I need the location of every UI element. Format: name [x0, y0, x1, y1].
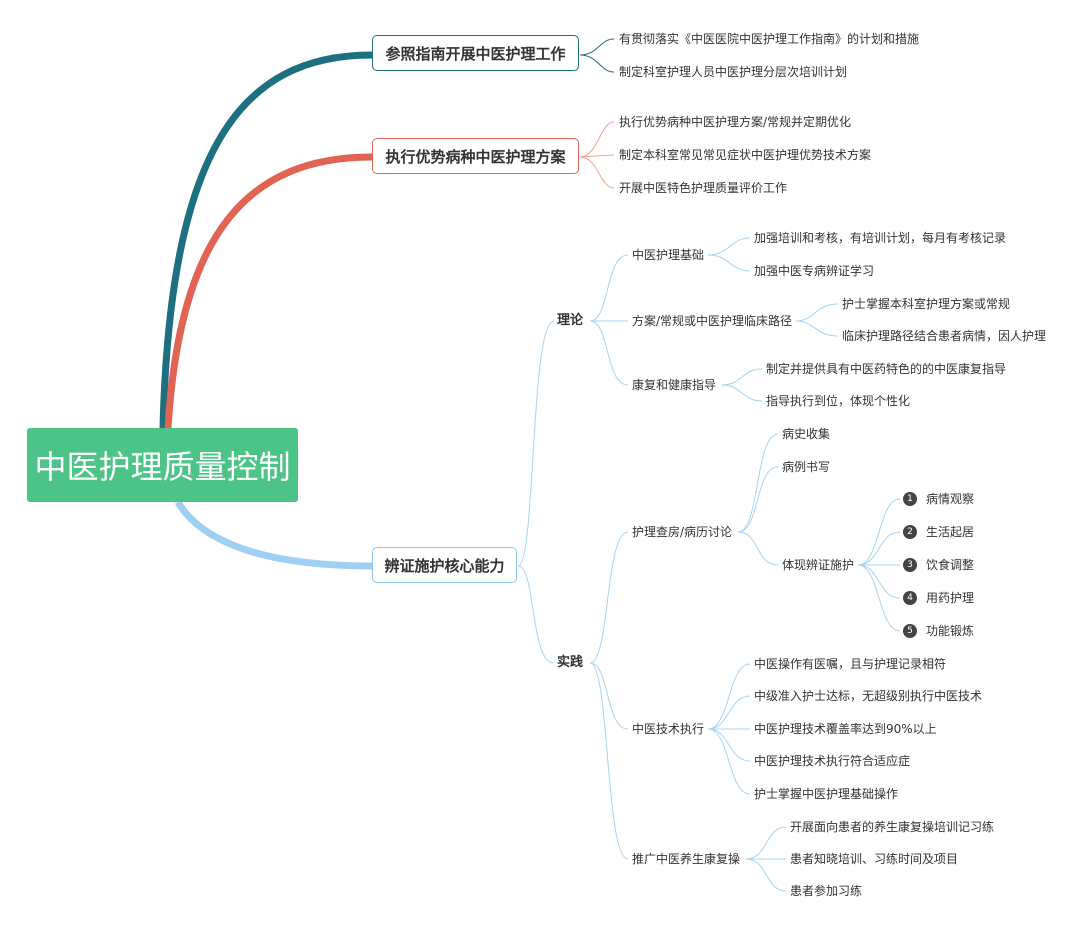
group-node[interactable]: 方案/常规或中医护理临床路径 [632, 314, 793, 328]
practice-node[interactable]: 实践 [557, 655, 584, 670]
leaf-node[interactable]: 加强中医专病辨证学习 [754, 264, 875, 278]
group-node[interactable]: 护理查房/病历讨论 [632, 525, 733, 539]
leaf-node[interactable]: 中医操作有医嘱，且与护理记录相符 [754, 657, 947, 671]
group-node[interactable]: 中医技术执行 [632, 722, 705, 736]
group-node[interactable]: 推广中医养生康复操 [632, 852, 741, 866]
leaf-node[interactable]: 制定本科室常见常见症状中医护理优势技术方案 [619, 148, 872, 162]
leaf-node[interactable]: 指导执行到位，体现个性化 [766, 394, 911, 408]
leaf-node[interactable]: 中医护理技术覆盖率达到90%以上 [754, 722, 937, 736]
leaf-node[interactable]: 开展面向患者的养生康复操培训记习练 [790, 820, 995, 834]
branch-line-1 [159, 51, 373, 429]
leaf-node[interactable]: 患者参加习练 [790, 884, 863, 898]
group-node[interactable]: 康复和健康指导 [632, 378, 717, 392]
branch-core-ability[interactable]: 辨证施护核心能力 [372, 547, 517, 583]
leaf-node[interactable]: 开展中医特色护理质量评价工作 [619, 181, 788, 195]
leaf-node[interactable]: 患者知晓培训、习练时间及项目 [790, 852, 959, 866]
theory-node[interactable]: 理论 [557, 313, 584, 328]
branch-disease-plan[interactable]: 执行优势病种中医护理方案 [372, 138, 579, 174]
branch-guideline[interactable]: 参照指南开展中医护理工作 [372, 35, 579, 71]
leaf-node[interactable]: 病情观察 [926, 492, 975, 506]
leaf-node[interactable]: 功能锻炼 [926, 624, 975, 638]
number-badge: 4 [903, 591, 917, 605]
leaf-node[interactable]: 用药护理 [926, 591, 975, 605]
leaf-node[interactable]: 生活起居 [926, 525, 975, 539]
number-badge: 3 [903, 558, 917, 572]
leaf-node[interactable]: 有贯彻落实《中医医院中医护理工作指南》的计划和措施 [619, 32, 920, 46]
leaf-node[interactable]: 护士掌握中医护理基础操作 [754, 787, 899, 801]
number-badge: 1 [903, 492, 917, 506]
leaf-node[interactable]: 病例书写 [782, 460, 831, 474]
leaf-node[interactable]: 饮食调整 [926, 558, 975, 572]
group-node[interactable]: 体现辨证施护 [782, 558, 855, 572]
leaf-node[interactable]: 执行优势病种中医护理方案/常规并定期优化 [619, 115, 852, 129]
leaf-node[interactable]: 制定科室护理人员中医护理分层次培训计划 [619, 65, 848, 79]
group-node[interactable]: 中医护理基础 [632, 248, 705, 262]
leaf-node[interactable]: 病史收集 [782, 427, 831, 441]
leaf-node[interactable]: 加强培训和考核，有培训计划，每月有考核记录 [754, 231, 1007, 245]
leaf-node[interactable]: 护士掌握本科室护理方案或常规 [842, 297, 1011, 311]
branch-line-3 [174, 500, 373, 570]
leaf-node[interactable]: 制定并提供具有中医药特色的的中医康复指导 [766, 362, 1007, 376]
number-badge: 5 [903, 624, 917, 638]
branch-line-2 [164, 153, 373, 429]
leaf-node[interactable]: 中级准入护士达标，无超级别执行中医技术 [754, 689, 983, 703]
root-node[interactable]: 中医护理质量控制 [27, 428, 298, 502]
leaf-node[interactable]: 临床护理路径结合患者病情，因人护理 [842, 329, 1047, 343]
number-badge: 2 [903, 525, 917, 539]
leaf-node[interactable]: 中医护理技术执行符合适应症 [754, 754, 911, 768]
